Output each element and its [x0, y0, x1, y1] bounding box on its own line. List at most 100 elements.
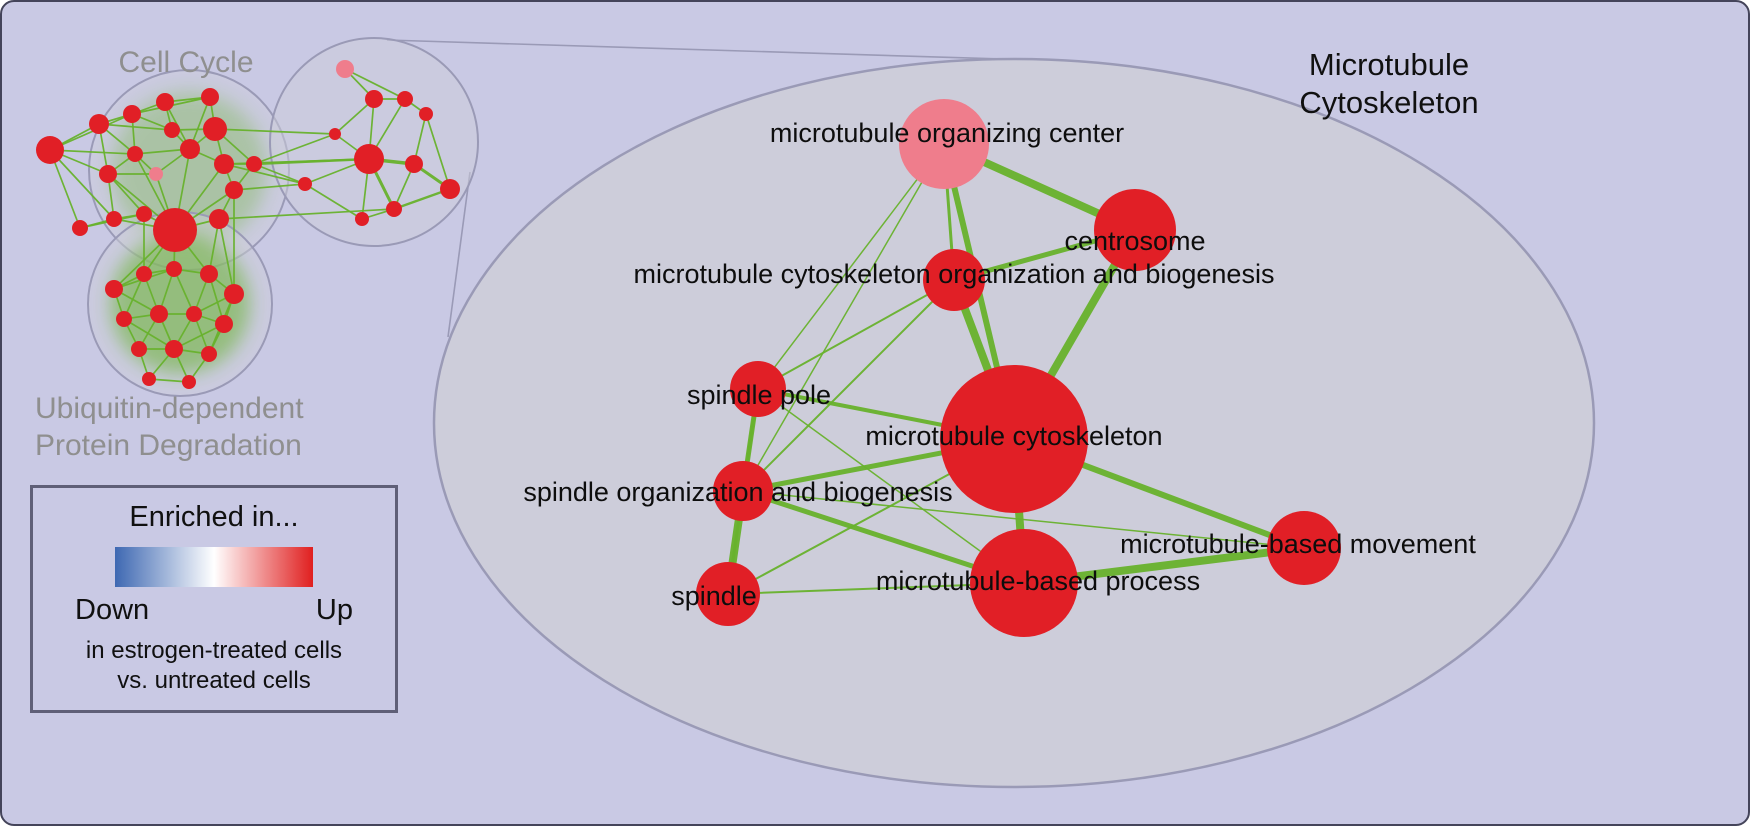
overview-edge: [223, 163, 306, 185]
overview-node: [440, 179, 460, 199]
overview-node: [419, 107, 433, 121]
overview-node: [127, 146, 143, 162]
overview-node: [186, 306, 202, 322]
overview-edge: [233, 183, 306, 191]
overview-node: [105, 280, 123, 298]
node-label-microtubule-organizing-center: microtubule organizing center: [770, 118, 1124, 148]
zoom-cluster-title-line1: Microtubule: [1308, 47, 1470, 82]
node-label-spindle: spindle: [671, 581, 757, 611]
overview-edge: [49, 113, 133, 151]
legend-endpoint-labels: Down Up: [33, 594, 395, 627]
overview-node: [354, 144, 384, 174]
legend-title: Enriched in...: [129, 501, 299, 533]
overview-node: [156, 93, 174, 111]
node-microtubule-cytoskeleton: [940, 365, 1088, 513]
overview-node: [89, 114, 109, 134]
overview-edge: [49, 149, 136, 155]
node-label-centrosome: centrosome: [1064, 226, 1205, 256]
node-label-microtubule-cytoskeleton-organization-and-biogenesis: microtubule cytoskeleton organization an…: [634, 259, 1275, 289]
overview-node: [136, 206, 152, 222]
overview-node: [214, 154, 234, 174]
edge-microtubule-organizing-center--spindle-organization-and-biogenesis: [742, 143, 945, 492]
node-microtubule-organizing-center: [899, 99, 989, 189]
overview-edge: [49, 149, 115, 220]
cluster-label-ubiquitin: Ubiquitin-dependent Protein Degradation: [35, 390, 304, 464]
overview-node: [123, 105, 141, 123]
overview-edge: [173, 323, 225, 350]
overview-node: [298, 177, 312, 191]
zoom-cluster-title: Microtubule Cytoskeleton: [1274, 46, 1504, 122]
node-spindle-pole: [730, 361, 786, 417]
legend-up-label: Up: [315, 594, 353, 626]
overview-node: [150, 305, 168, 323]
overview-node: [386, 201, 402, 217]
overview-edge: [253, 133, 336, 165]
overview-edge: [253, 163, 306, 185]
node-centrosome: [1094, 189, 1176, 271]
overview-node: [365, 90, 383, 108]
overview-edge: [123, 318, 175, 350]
overview-node: [209, 209, 229, 229]
overview-edge: [218, 218, 235, 295]
overview-node: [153, 208, 197, 252]
overview-node: [72, 220, 88, 236]
node-label-spindle-pole: spindle pole: [687, 380, 831, 410]
overview-node: [164, 122, 180, 138]
node-label-spindle-organization-and-biogenesis: spindle organization and biogenesis: [523, 477, 952, 507]
cluster-label-ubiquitin-line1: Ubiquitin-dependent: [35, 392, 304, 425]
legend-down-label: Down: [75, 594, 150, 626]
overview-edge: [218, 208, 395, 220]
node-microtubule-cytoskeleton-organization-and-biogenesis: [923, 249, 985, 311]
legend-box: Enriched in... Down Up in estrogen-treat…: [30, 485, 398, 713]
overview-edge: [425, 113, 451, 190]
overview-node: [246, 156, 262, 172]
legend-caption-line1: in estrogen-treated cells: [85, 637, 343, 664]
legend-caption-line2: vs. untreated cells: [117, 667, 311, 694]
overview-node: [182, 375, 196, 389]
node-label-microtubule-based-movement: microtubule-based movement: [1120, 529, 1476, 559]
edge-microtubule-cytoskeleton-organization-and-biogenesis--spindle-organization-and-biogenesis: [742, 279, 955, 492]
overview-edge: [214, 128, 336, 135]
zoom-connector-line: [447, 171, 471, 338]
node-microtubule-based-process: [970, 529, 1078, 637]
overview-node: [200, 265, 218, 283]
overview-node: [224, 284, 244, 304]
overview-node: [166, 261, 182, 277]
overview-node: [203, 117, 227, 141]
overview-node: [36, 136, 64, 164]
node-label-microtubule-cytoskeleton: microtubule cytoskeleton: [865, 421, 1162, 451]
overview-node: [201, 88, 219, 106]
overview-edge: [344, 68, 406, 100]
overview-node: [215, 315, 233, 333]
cluster-label-cell-cycle: Cell Cycle: [118, 46, 254, 79]
overview-node: [355, 212, 369, 226]
overview-node: [131, 341, 147, 357]
overview-node: [106, 211, 122, 227]
overview-node: [136, 266, 152, 282]
overview-node: [201, 346, 217, 362]
overview-node: [180, 139, 200, 159]
legend-gradient-bar: [115, 547, 313, 587]
node-microtubule-based-movement: [1267, 511, 1341, 585]
overview-node: [397, 91, 413, 107]
overview-edge: [173, 268, 195, 315]
overview-node: [142, 372, 156, 386]
overview-node: [329, 128, 341, 140]
edge-microtubule-cytoskeleton-organization-and-biogenesis--spindle-pole: [757, 279, 955, 390]
overview-edge: [123, 273, 145, 320]
edge-spindle-pole--microtubule-based-process: [757, 388, 1025, 584]
overview-node: [405, 155, 423, 173]
overview-edge: [98, 123, 173, 131]
overview-edge: [304, 183, 363, 220]
zoom-connector-line: [386, 39, 1035, 61]
node-spindle: [696, 562, 760, 626]
overview-node: [149, 167, 163, 181]
overview-node: [165, 340, 183, 358]
overview-node: [116, 311, 132, 327]
edge-microtubule-organizing-center--spindle-pole: [757, 143, 945, 390]
zoom-cluster-title-line2: Cytoskeleton: [1299, 85, 1479, 120]
node-spindle-organization-and-biogenesis: [713, 461, 773, 521]
overview-node: [225, 181, 243, 199]
